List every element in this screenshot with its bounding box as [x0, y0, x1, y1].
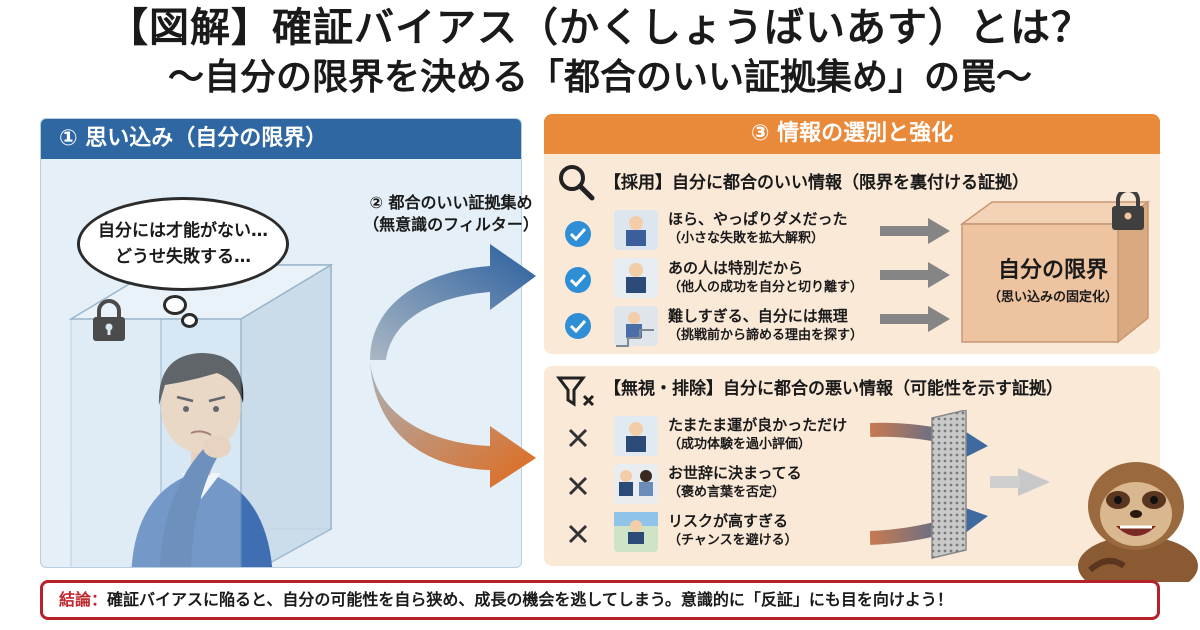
person-in-cube-illustration — [68, 263, 334, 567]
page-title: 【図解】確証バイアス（かくしょうばいあす）とは？ — [108, 5, 1092, 51]
thought-bubble-tail — [181, 313, 198, 328]
selection-panel-title: ③ 情報の選別と強化 — [544, 114, 1160, 154]
limit-box — [959, 192, 1151, 344]
check-icon — [565, 267, 591, 293]
adopted-item-1-text: ほら、やっぱりダメだった — [668, 210, 848, 228]
rejected-item-3-text: リスクが高すぎる — [668, 512, 789, 530]
thought-bubble: 自分には才能がない… どうせ失敗する… — [77, 197, 289, 291]
thumbnail-figures-2 — [614, 422, 658, 544]
conclusion-box: 結論：確証バイアスに陥ると、自分の可能性を自ら狭め、成長の機会を逃してしまう。意… — [40, 580, 1160, 620]
thumbnail-figures — [616, 216, 654, 347]
filter-arrows — [370, 244, 536, 488]
cross-icon — [568, 476, 588, 496]
belief-panel: ① 思い込み（自分の限界） 自分には才能がない… — [40, 118, 522, 568]
lock-icon — [1112, 192, 1144, 230]
lock-icon — [93, 299, 125, 341]
rejected-item-2-note: （褒め言葉を否定） — [668, 485, 786, 500]
arrow-label-line-1: ② 都合のいい証拠集め — [369, 193, 533, 212]
magnifier-icon — [559, 165, 595, 201]
rejected-section-title: 【無視・排除】自分に都合の悪い情報（可能性を示す証拠） — [604, 379, 1063, 399]
cross-icon — [568, 524, 588, 544]
rejected-item-2-text: お世辞に決まってる — [668, 464, 802, 482]
conclusion-label: 結論： — [59, 590, 108, 609]
filter-icon — [556, 376, 595, 407]
conclusion-text: 確証バイアスに陥ると、自分の可能性を自ら狭め、成長の機会を逃してしまう。意識的に… — [107, 590, 953, 609]
adopted-section-title: 【採用】自分に都合のいい情報（限界を裏付ける証拠） — [604, 173, 1029, 193]
adopted-item-2-text: あの人は特別だから — [668, 259, 804, 277]
cross-icon — [568, 428, 588, 448]
sloth-mascot-icon — [1078, 462, 1198, 582]
adopted-item-2-note: （他人の成功を自分と切り離す） — [668, 280, 864, 295]
limit-box-title: 自分の限界 — [997, 258, 1108, 283]
rejected-item-1-note: （成功体験を過小評価） — [668, 437, 812, 452]
arrow-to-rejected — [370, 360, 536, 488]
page-subtitle: 〜自分の限界を決める「都合のいい証拠集め」の罠〜 — [167, 57, 1032, 98]
filter-wall-illustration — [870, 410, 1050, 559]
belief-panel-title: ① 思い込み（自分の限界） — [41, 119, 521, 159]
check-icon — [565, 221, 591, 247]
rejected-item-1-text: たまたま運が良かっただけ — [668, 416, 848, 434]
adopted-item-3-text: 難しすぎる、自分には無理 — [668, 307, 848, 325]
rejected-item-3-note: （チャンスを避ける） — [668, 533, 798, 548]
thought-bubble-tail — [163, 295, 187, 315]
adopted-item-1-note: （小さな失敗を拡大解釈） — [668, 231, 825, 246]
arrow-label: ② 都合のいい証拠集め （無意識のフィルター） — [344, 192, 558, 236]
adopted-item-3-note: （挑戦前から諦める理由を探す） — [668, 328, 864, 343]
limit-box-subtitle: （思い込みの固定化） — [987, 290, 1118, 305]
arrow-to-adopted — [370, 244, 536, 360]
arrow-label-line-2: （無意識のフィルター） — [363, 215, 539, 234]
thought-line-2: どうせ失敗する… — [115, 247, 251, 267]
check-icon — [565, 313, 591, 339]
thought-line-1: 自分には才能がない… — [98, 221, 268, 241]
gray-arrows — [880, 218, 950, 332]
